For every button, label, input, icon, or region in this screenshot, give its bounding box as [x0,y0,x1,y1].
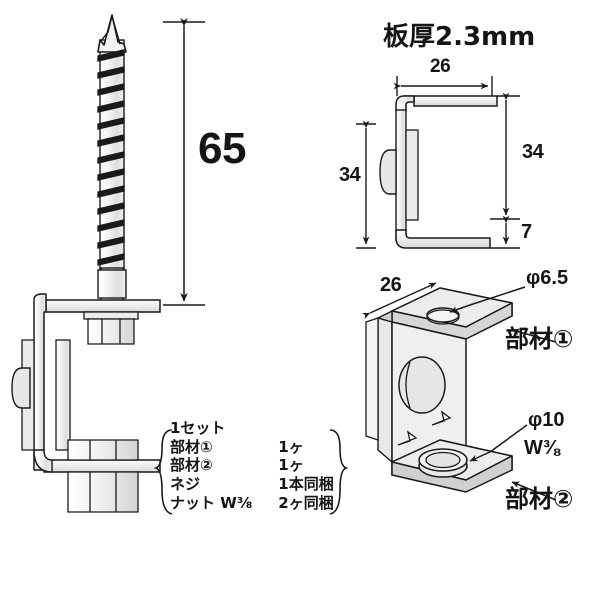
set-contents-item-0: 部材① [170,437,213,456]
set-contents-list: 1セット 部材① 1ヶ 部材② 1ヶ ネジ 1本同梱 ナット W⅜ 2ヶ同梱 [170,419,334,512]
spec-brace [153,429,349,515]
callout-hole-diameter-top: φ6.5 [526,267,569,289]
dimension-label-iso-width-26: 26 [380,274,402,296]
callout-thread-spec: W⅜ [524,437,560,459]
set-contents-item-2: ネジ [170,475,201,494]
set-contents-qty-1: 1ヶ [278,456,304,475]
bracket-assembly-elevation [11,293,161,513]
callout-part-one: 部材① [505,325,574,353]
dimension-label-side-width-26: 26 [430,56,451,77]
set-contents-qty-0: 1ヶ [278,437,304,456]
dimension-label-flange-7: 7 [521,221,532,243]
dimension-label-65: 65 [198,124,246,173]
dimension-label-side-height-left-34: 34 [339,164,361,186]
dimension-label-side-height-right-34: 34 [522,141,544,163]
set-contents-item-1: 部材② [170,456,213,475]
plate-thickness-note: 板厚2.3mm [383,22,536,52]
set-contents-heading: 1セット [170,419,226,437]
set-contents-item-3: ナット W⅜ [170,493,253,512]
side-view-section [356,76,520,249]
callout-hole-diameter-bottom: φ10 [528,409,565,431]
isometric-view-section [361,282,557,501]
dimension-65 [163,18,205,306]
screw-elevation [97,14,127,311]
callout-part-two: 部材② [505,485,574,513]
set-contents-qty-2: 1本同梱 [278,475,334,494]
set-contents-qty-3: 2ヶ同梱 [278,493,334,512]
